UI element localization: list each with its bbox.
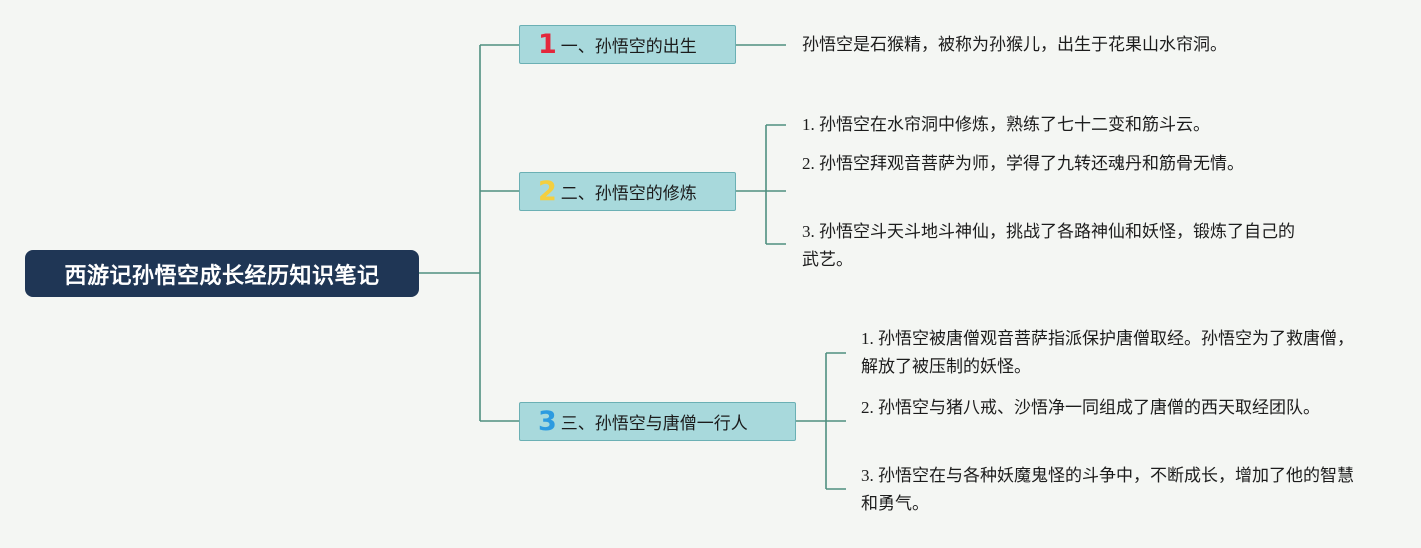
leaf-1-1[interactable]: 孙悟空是石猴精，被称为孙猴儿，出生于花果山水帘洞。: [802, 31, 1362, 59]
leaf-2-3[interactable]: 3. 孙悟空斗天斗地斗神仙，挑战了各路神仙和妖怪，锻炼了自己的武艺。: [802, 218, 1305, 274]
leaf-2-2-prefix: 2.: [802, 154, 819, 173]
branch-2-label: 二、孙悟空的修炼: [560, 184, 697, 204]
leaf-3-1[interactable]: 1. 孙悟空被唐僧观音菩萨指派保护唐僧取经。孙悟空为了救唐僧，解放了被压制的妖怪…: [861, 325, 1366, 381]
leaf-2-3-prefix: 3.: [802, 222, 819, 241]
root-title: 西游记孙悟空成长经历知识笔记: [64, 263, 380, 289]
root-topic[interactable]: 西游记孙悟空成长经历知识笔记: [25, 250, 419, 297]
number-1-icon: 1: [538, 29, 557, 60]
leaf-3-3-text: 孙悟空在与各种妖魔鬼怪的斗争中，不断成长，增加了他的智慧和勇气。: [861, 466, 1354, 514]
leaf-2-2-text: 孙悟空拜观音菩萨为师，学得了九转还魂丹和筋骨无情。: [819, 154, 1244, 174]
leaf-3-2-prefix: 2.: [861, 398, 878, 417]
leaf-2-1-prefix: 1.: [802, 115, 819, 134]
leaf-3-3[interactable]: 3. 孙悟空在与各种妖魔鬼怪的斗争中，不断成长，增加了他的智慧和勇气。: [861, 462, 1366, 518]
branch-1-label: 一、孙悟空的出生: [560, 37, 697, 57]
leaf-3-3-prefix: 3.: [861, 466, 878, 485]
number-3-icon: 3: [538, 406, 557, 437]
leaf-2-1[interactable]: 1. 孙悟空在水帘洞中修炼，熟练了七十二变和筋斗云。: [802, 111, 1302, 139]
leaf-3-2-text: 孙悟空与猪八戒、沙悟净一同组成了唐僧的西天取经团队。: [878, 398, 1320, 418]
leaf-2-1-text: 孙悟空在水帘洞中修炼，熟练了七十二变和筋斗云。: [819, 115, 1210, 135]
branch-3-node[interactable]: 3 三、孙悟空与唐僧一行人: [519, 402, 796, 441]
number-2-icon: 2: [538, 176, 557, 207]
leaf-2-2[interactable]: 2. 孙悟空拜观音菩萨为师，学得了九转还魂丹和筋骨无情。: [802, 150, 1287, 178]
leaf-2-3-text: 孙悟空斗天斗地斗神仙，挑战了各路神仙和妖怪，锻炼了自己的武艺。: [802, 222, 1295, 270]
leaf-1-1-text: 孙悟空是石猴精，被称为孙猴儿，出生于花果山水帘洞。: [802, 35, 1227, 55]
branch-3-label: 三、孙悟空与唐僧一行人: [560, 414, 748, 434]
leaf-3-1-text: 孙悟空被唐僧观音菩萨指派保护唐僧取经。孙悟空为了救唐僧，解放了被压制的妖怪。: [861, 329, 1354, 377]
branch-2-node[interactable]: 2 二、孙悟空的修炼: [519, 172, 736, 211]
leaf-3-2[interactable]: 2. 孙悟空与猪八戒、沙悟净一同组成了唐僧的西天取经团队。: [861, 394, 1366, 422]
leaf-3-1-prefix: 1.: [861, 329, 878, 348]
branch-1-node[interactable]: 1 一、孙悟空的出生: [519, 25, 736, 64]
